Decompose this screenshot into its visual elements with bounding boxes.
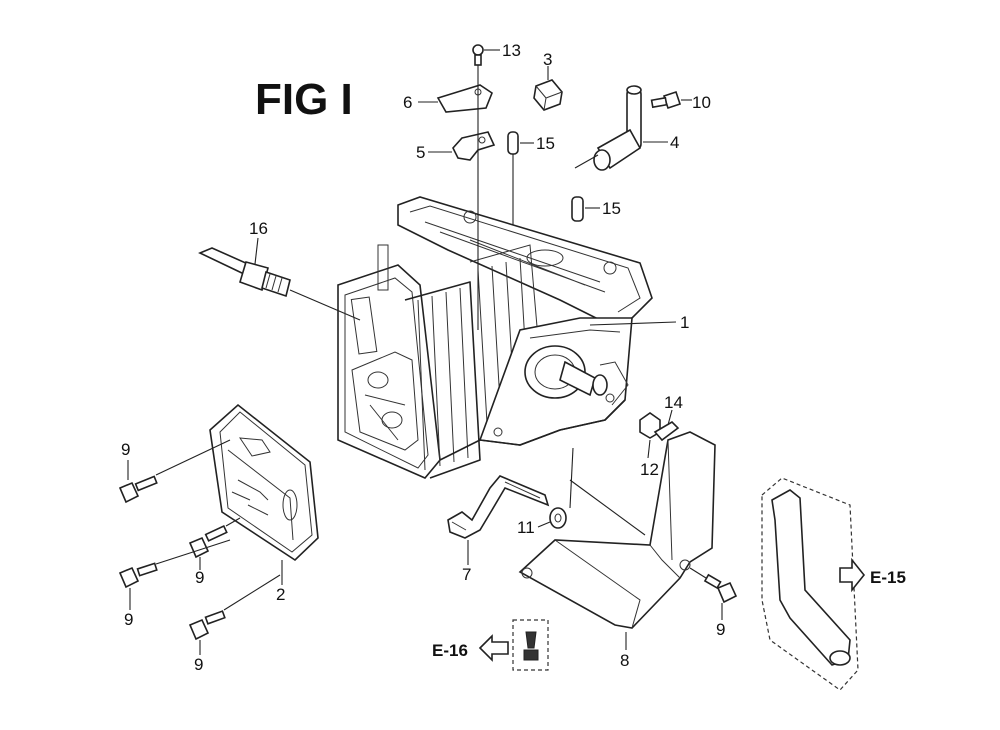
callout-1: 1 — [680, 313, 689, 332]
callout-16: 16 — [249, 219, 268, 238]
callout-8: 8 — [620, 651, 629, 670]
callout-2: 2 — [276, 585, 285, 604]
head-cover — [209, 403, 319, 585]
callout-13: 13 — [502, 41, 521, 60]
breather-tube-4 — [574, 85, 668, 171]
callout-9-c: 9 — [124, 610, 133, 629]
bracket-7 — [447, 475, 550, 565]
callout-7: 7 — [462, 565, 471, 584]
bolt-9-c — [118, 539, 231, 610]
callout-9-a: 9 — [121, 440, 130, 459]
callout-14: 14 — [664, 393, 683, 412]
callout-6: 6 — [403, 93, 412, 112]
air-guide-8 — [518, 431, 716, 650]
callout-5: 5 — [416, 143, 425, 162]
ref-e15: E-15 — [870, 568, 906, 587]
spark-plug — [198, 237, 361, 321]
bolt-10 — [650, 90, 692, 110]
callout-4: 4 — [670, 133, 679, 152]
cover-5 — [428, 131, 496, 161]
callout-11: 11 — [517, 518, 535, 537]
figure-title: FIG I — [255, 75, 353, 124]
bolt-9-e — [689, 567, 738, 620]
cylinder-block — [337, 196, 653, 479]
reference-box-e16: E-16 — [432, 619, 549, 671]
bolt-13 — [472, 44, 500, 66]
callout-9-d: 9 — [194, 655, 203, 674]
plate-6 — [418, 84, 493, 113]
dowel-pin-15-upper — [507, 131, 534, 155]
washer-11 — [537, 447, 574, 529]
reference-box-e15: E-15 — [761, 477, 906, 691]
clip-14 — [653, 409, 680, 442]
ref-e16: E-16 — [432, 641, 468, 660]
dowel-pin-15-lower — [571, 196, 600, 222]
bolt-9-b — [188, 517, 241, 570]
callout-10: 10 — [692, 93, 711, 112]
callout-9-e: 9 — [716, 620, 725, 639]
clip-3 — [533, 66, 563, 111]
callout-15-lower: 15 — [602, 199, 621, 218]
bolt-9-a — [118, 439, 231, 504]
callout-3: 3 — [543, 50, 552, 69]
callout-12: 12 — [640, 460, 659, 479]
bolt-9-d — [188, 574, 281, 655]
callout-9-b: 9 — [195, 568, 204, 587]
callout-15-upper: 15 — [536, 134, 555, 153]
